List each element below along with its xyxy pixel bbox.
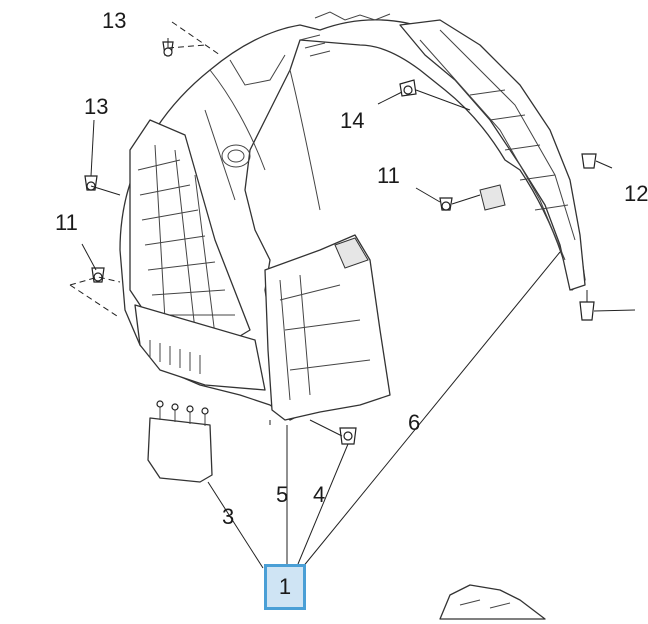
callout-13-left: 13 [84, 94, 109, 119]
fastener-4 [339, 427, 357, 445]
fastener-11a [91, 267, 105, 283]
selected-part-label: 1 [278, 574, 292, 599]
fastener-11b [439, 197, 453, 211]
fastener-12a [581, 153, 597, 169]
selected-part-1-button[interactable]: 1 [264, 564, 306, 610]
callout-11-left: 11 [55, 210, 78, 235]
splash-shield-bracket [147, 417, 213, 483]
rear-liner-section [399, 19, 586, 291]
adjacent-part-fragment [439, 584, 546, 620]
callout-12: 12 [624, 181, 648, 206]
callout-5: 5 [276, 482, 289, 507]
callout-4: 4 [313, 482, 326, 507]
fastener-13b [84, 175, 98, 191]
parts-diagram: 13 13 11 14 11 12 6 3 5 4 1 [55, 8, 648, 620]
lower-skirt [134, 304, 266, 391]
callout-13-top: 13 [102, 8, 127, 33]
callout-3: 3 [222, 504, 235, 529]
rear-mud-flap [264, 234, 391, 421]
callout-14: 14 [340, 108, 365, 133]
callout-11-right: 11 [377, 163, 400, 188]
fastener-14 [399, 79, 417, 97]
fastener-12b [579, 301, 595, 321]
fender-liner-drawing [69, 11, 636, 620]
fastener-13a [162, 41, 174, 57]
callout-6: 6 [408, 410, 421, 435]
